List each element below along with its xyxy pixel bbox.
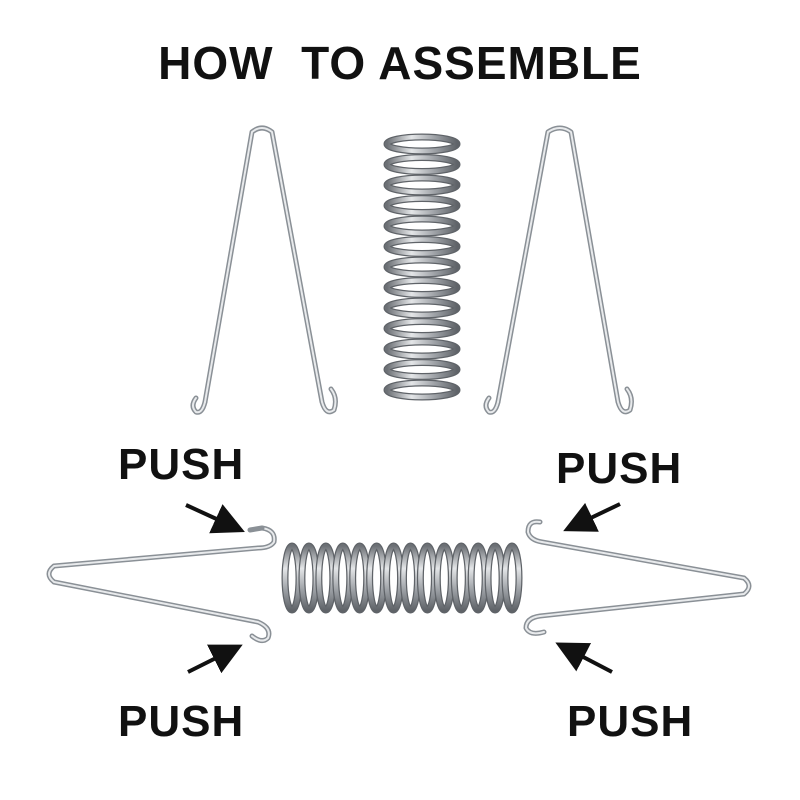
wire-clip-bottom-right: [523, 519, 752, 636]
push-label-bottom-right: PUSH: [567, 697, 694, 746]
push-label-top-right: PUSH: [556, 444, 683, 493]
push-arrow-bottom-left: [187, 644, 243, 674]
push-arrow-bottom-right: [555, 642, 613, 674]
wire-clip-top-right: [483, 125, 634, 415]
wire-clip-bottom-left: [46, 525, 277, 644]
push-arrow-top-left: [185, 503, 245, 534]
coil-spring-horizontal: [281, 542, 523, 614]
coil-spring-vertical: [383, 133, 461, 401]
wire-clip-top-left: [190, 125, 338, 415]
push-label-top-left: PUSH: [118, 440, 245, 489]
push-label-bottom-left: PUSH: [118, 697, 245, 746]
page-title: HOW TO ASSEMBLE: [158, 37, 642, 89]
push-arrow-top-right: [563, 502, 621, 532]
